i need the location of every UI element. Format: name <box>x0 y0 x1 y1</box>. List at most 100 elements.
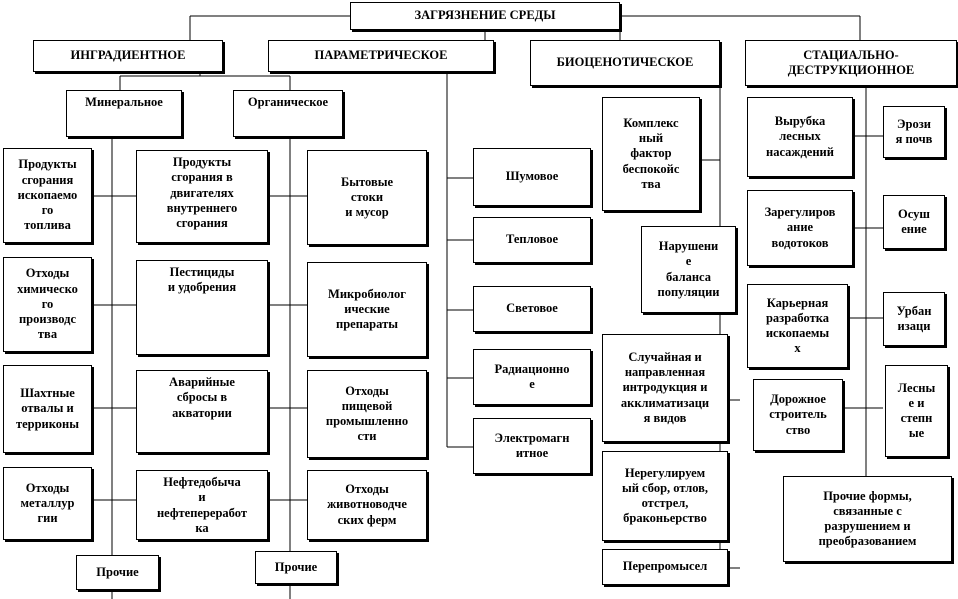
item-label: разрушением и <box>824 519 911 533</box>
item-label: промышленно <box>325 414 409 428</box>
item-label: разработка <box>765 310 829 325</box>
parametric-item-light: Световое <box>473 286 591 332</box>
item-label: Перепромысел <box>622 559 708 574</box>
item-label: внутреннего <box>166 200 238 215</box>
item-label: ый сбор, отлов, <box>621 480 709 495</box>
item-label: е <box>685 254 692 269</box>
biocenotic-item-disturbance: Комплекс ный фактор беспокойс тва <box>602 97 700 211</box>
organic-other: Прочие <box>255 551 337 584</box>
item-label: ание <box>786 220 814 235</box>
item-label: е и <box>908 395 925 410</box>
item-label: Отходы <box>345 482 389 497</box>
item-label: ископаемы <box>765 326 830 340</box>
item-label: сгорания в <box>171 170 233 185</box>
item-label: насаждений <box>766 144 834 159</box>
item-label: фактор <box>630 146 672 161</box>
item-label: степн <box>900 411 933 425</box>
item-label: Зарегулиров <box>764 205 836 220</box>
item-label: Шумовое <box>505 169 559 184</box>
organic-item-food: Отходы пищевой промышленно сти <box>307 370 427 458</box>
stational-item-regulation: Зарегулиров ание водотоков <box>747 190 853 266</box>
item-label: Тепловое <box>505 232 559 247</box>
category-biocenotic-label: БИОЦЕНОТИЧЕСКОЕ <box>556 55 694 70</box>
item-label: Нерегулируем <box>624 465 706 480</box>
biocenotic-item-overfishing: Перепромысел <box>602 549 728 585</box>
organic-item-household: Бытовые стоки и мусор <box>307 150 427 245</box>
item-label: Нарушени <box>658 239 719 253</box>
stational-item-drainage: Осуш ение <box>883 195 945 249</box>
stational-item-logging: Вырубка лесных насаждений <box>747 97 853 177</box>
category-parametric-label: ПАРАМЕТРИЧЕСКОЕ <box>314 48 448 63</box>
item-label: отвалы и <box>21 401 74 416</box>
item-label: Случайная и <box>628 349 702 364</box>
item-label: лесных <box>779 129 821 144</box>
item-label: х <box>794 341 801 356</box>
item-label: сгорания <box>21 172 74 187</box>
stational-item-forest-steppe: Лесны е и степн ые <box>885 365 948 457</box>
item-label: го <box>41 296 54 311</box>
mineral-other: Прочие <box>76 555 159 590</box>
item-label: Отходы <box>25 266 70 281</box>
item-label: Эрози <box>897 116 931 131</box>
category-ingredient: ИНГРАДИЕНТНОЕ <box>33 40 223 72</box>
item-label: я почв <box>895 132 933 146</box>
item-label: Продукты <box>172 155 232 169</box>
category-parametric: ПАРАМЕТРИЧЕСКОЕ <box>268 40 494 72</box>
item-label: беспокойс <box>622 161 680 176</box>
item-label: Дорожное <box>770 392 826 407</box>
subcategory-mineral: Минеральное <box>66 90 182 137</box>
item-label: ство <box>785 422 811 437</box>
item-label: Микробиолог <box>328 286 406 301</box>
item-label: популяции <box>657 284 720 299</box>
item-label: водотоков <box>771 235 829 250</box>
item-label: Прочие формы, <box>823 488 912 503</box>
item-label: направленная <box>624 365 706 380</box>
parametric-item-noise: Шумовое <box>473 148 591 206</box>
stational-item-quarry: Карьерная разработка ископаемы х <box>747 284 848 368</box>
parametric-item-electromagnetic: Электромагн итное <box>473 418 591 474</box>
item-label: терриконы <box>15 416 80 431</box>
middle-item-pesticides: Пестициды и удобрения <box>136 260 268 355</box>
item-label: животноводче <box>327 497 407 512</box>
item-label: тва <box>641 176 661 191</box>
item-label: Отходы <box>345 383 389 398</box>
item-label: стоки <box>350 189 384 204</box>
item-label: Вырубка <box>774 114 826 129</box>
middle-item-emergency: Аварийные сбросы в акватории <box>136 370 268 453</box>
item-label: сти <box>357 429 377 444</box>
item-label: баланса <box>665 269 712 284</box>
category-stational-label: ДЕСТРУКЦИОННОЕ <box>787 63 915 77</box>
item-label: Прочие <box>96 564 139 579</box>
item-label: ских ферм <box>337 512 397 527</box>
item-label: Карьерная <box>766 295 829 310</box>
stational-item-erosion: Эрози я почв <box>883 106 945 158</box>
item-label: е <box>529 377 535 391</box>
middle-item-oil: Нефтедобыча и нефтепереработ ка <box>136 470 268 540</box>
biocenotic-item-introduction: Случайная и направленная интродукция и а… <box>602 334 728 442</box>
item-label: интродукция и <box>622 380 708 395</box>
item-label: Электромагн <box>494 430 570 445</box>
category-stational-label: СТАЦИАЛЬНО- <box>803 47 899 62</box>
item-label: преобразованием <box>818 534 917 549</box>
item-label: двигателях <box>170 185 234 200</box>
item-label: нефтепереработ <box>156 505 247 520</box>
item-label: Световое <box>506 301 558 316</box>
title-box: ЗАГРЯЗНЕНИЕ СРЕДЫ <box>350 2 620 30</box>
item-label: Аварийные <box>169 375 235 389</box>
item-label: ископаемо <box>17 187 78 202</box>
item-label: Прочие <box>274 559 318 574</box>
subcategory-organic-label: Органическое <box>247 95 329 109</box>
item-label: Осуш <box>898 206 930 221</box>
middle-item-engines: Продукты сгорания в двигателях внутренне… <box>136 150 268 243</box>
subcategory-organic: Органическое <box>233 90 343 137</box>
biocenotic-item-population: Нарушени е баланса популяции <box>641 226 736 313</box>
item-label: связанные с <box>833 503 902 518</box>
biocenotic-item-poaching: Нерегулируем ый сбор, отлов, отстрел, бр… <box>602 451 728 541</box>
item-label: сгорания <box>176 216 228 230</box>
item-label: го <box>41 203 54 218</box>
category-stational: СТАЦИАЛЬНО- ДЕСТРУКЦИОННОЕ <box>745 40 957 86</box>
item-label: ые <box>908 426 925 441</box>
item-label: Нефтедобыча <box>163 475 241 489</box>
organic-item-microbio: Микробиолог ические препараты <box>307 262 427 357</box>
item-label: ение <box>901 222 927 236</box>
